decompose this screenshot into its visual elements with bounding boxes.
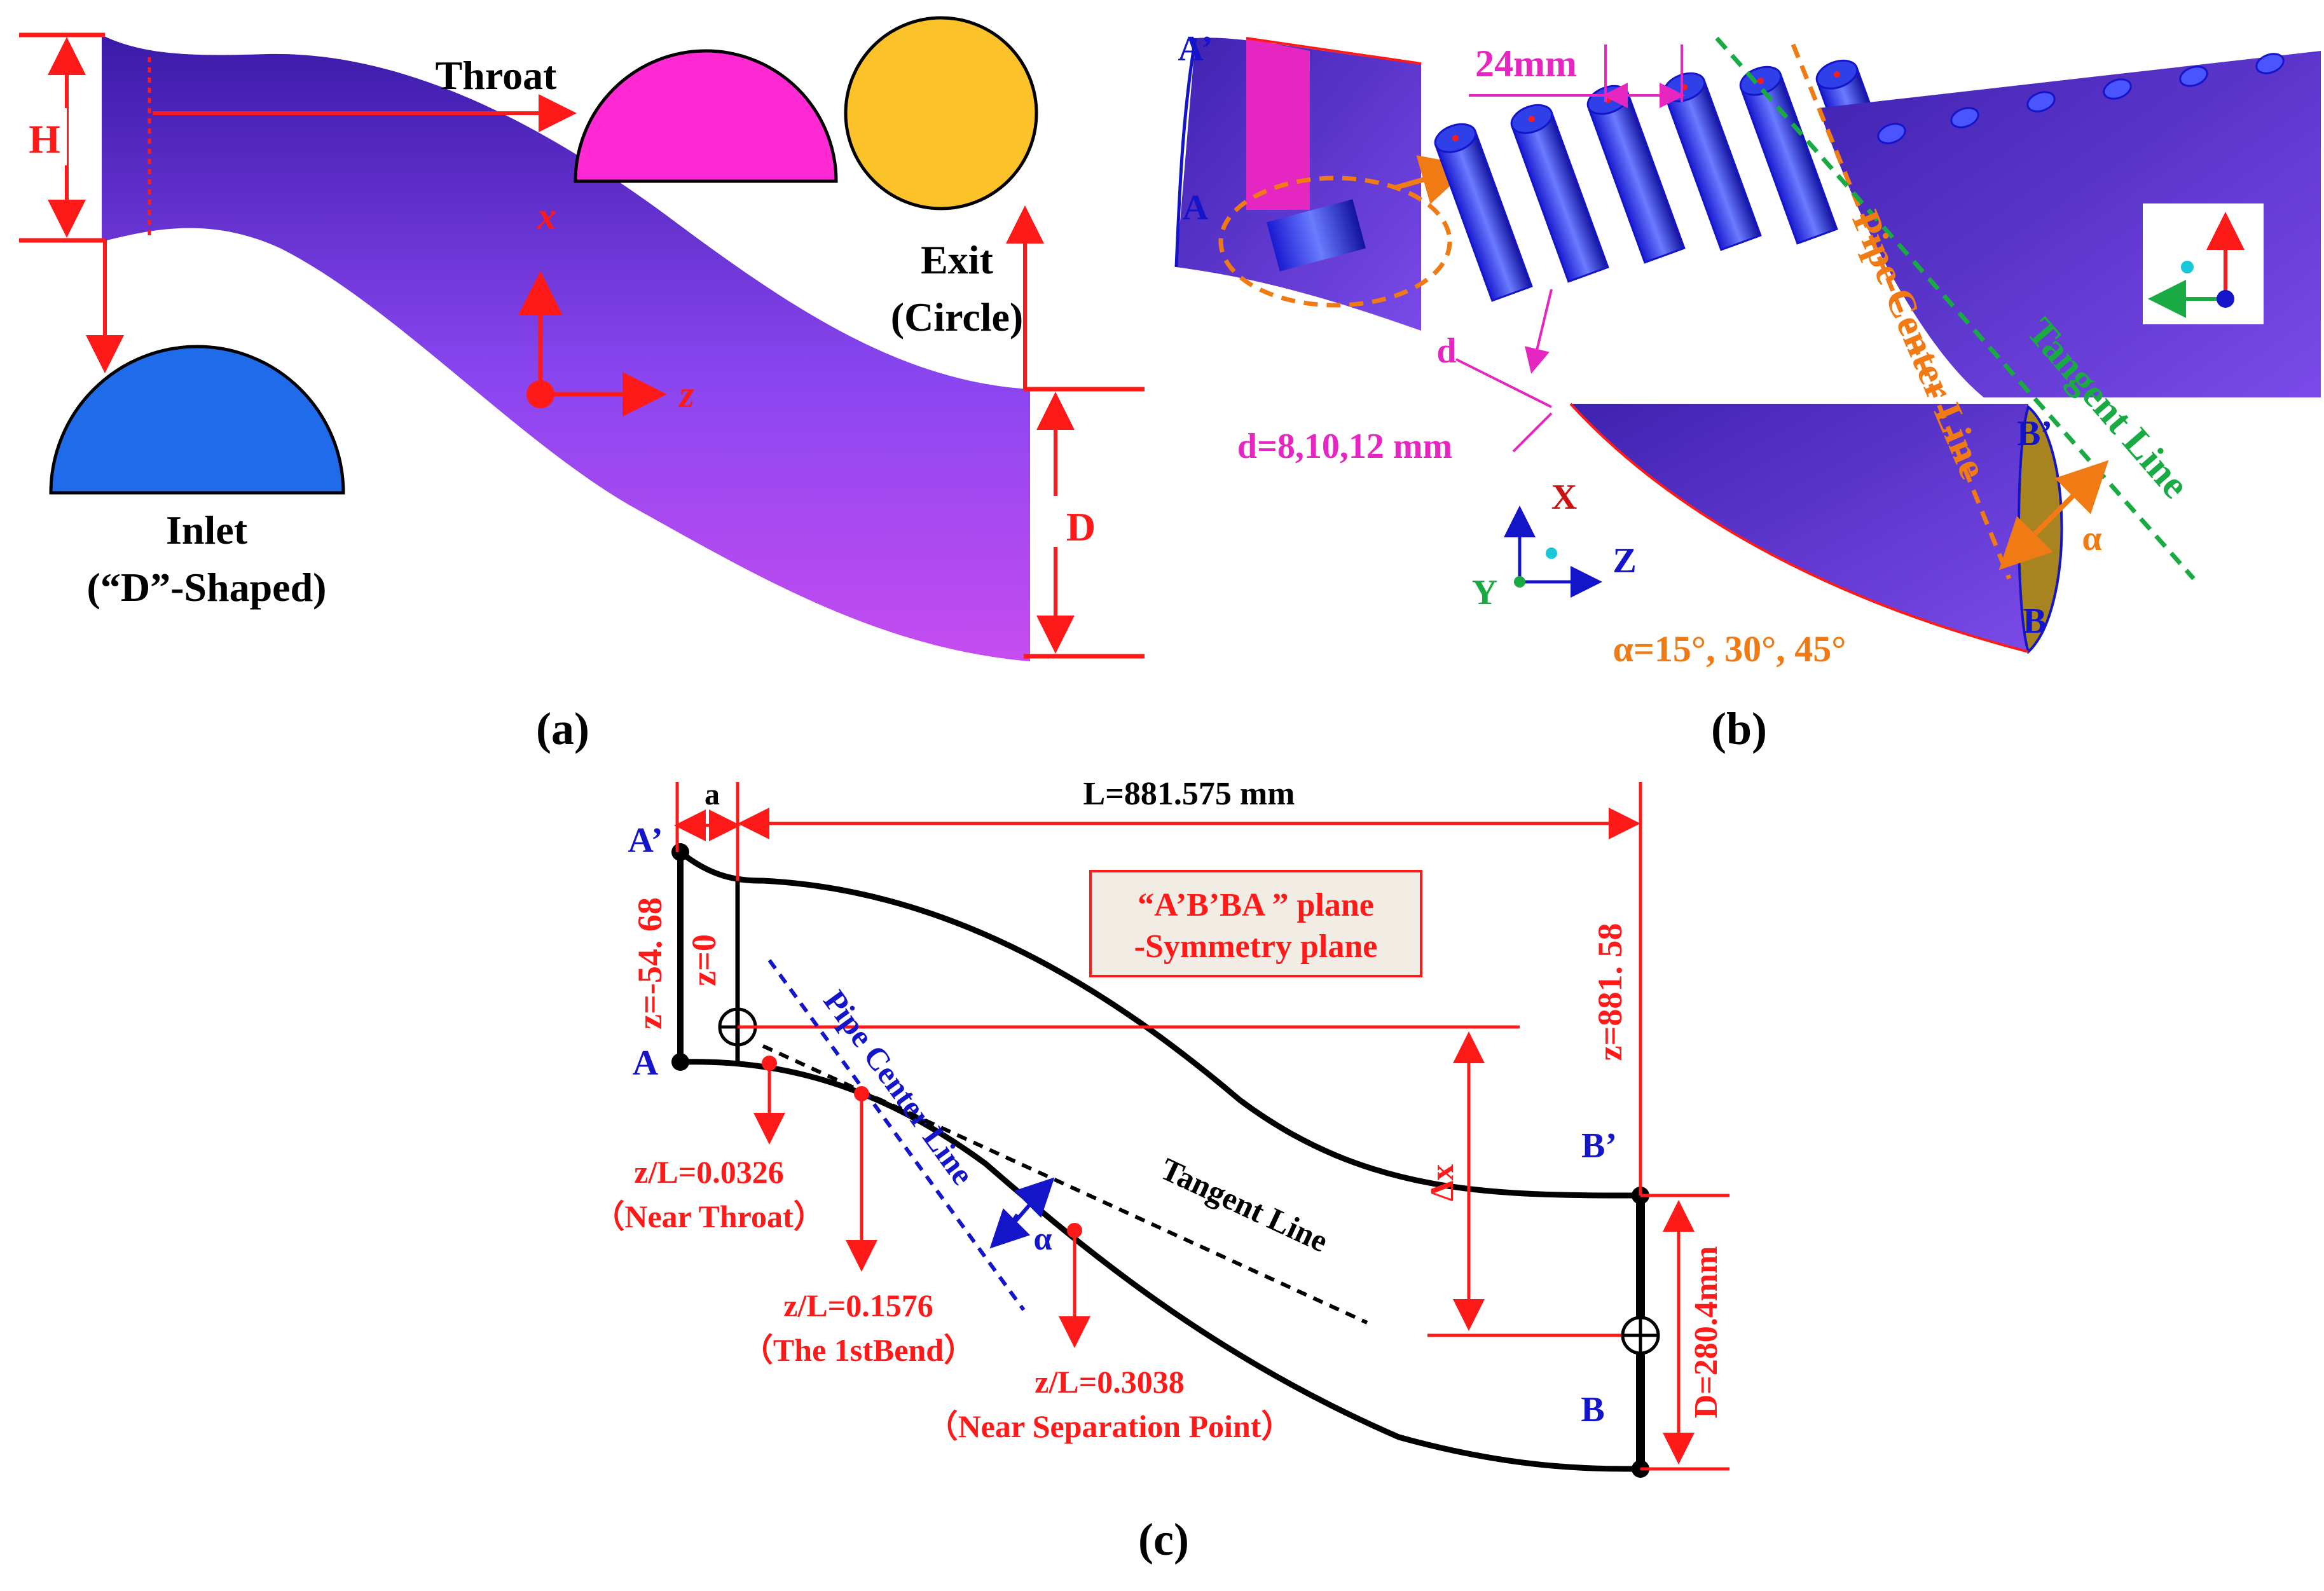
c-alpha-label: α (1033, 1221, 1052, 1257)
c-station-3-dot (1067, 1223, 1082, 1238)
c-length-label: L=881.575 mm (1083, 776, 1295, 812)
c-dx-label: Δx (1424, 1164, 1461, 1202)
d-label-bg (1036, 496, 1087, 547)
c-z-end-label: z=881. 58 (1591, 923, 1629, 1061)
exit-label-2: (Circle) (891, 294, 1023, 340)
axis-origin (526, 380, 554, 408)
c-plane-line-1: “A’B’BA ” plane (1138, 887, 1374, 923)
c-exit-center-marker (1621, 1316, 1660, 1355)
c-station-1-value: z/L=0.0326 (634, 1154, 783, 1190)
inlet-label-1: Inlet (166, 507, 248, 553)
d-label: D (1066, 504, 1096, 549)
b-point-b-prime: B’ (2017, 414, 2052, 453)
c-station-1-dot (762, 1056, 777, 1071)
panel-a-caption: (a) (536, 703, 589, 754)
b-axis-y-label: Y (1472, 573, 1497, 612)
axis-z-label: z (678, 373, 694, 415)
c-plane-note-box (1089, 870, 1422, 977)
b-pipe-center-line (1791, 43, 2012, 580)
c-z-start-label: z=-54. 68 (631, 897, 669, 1030)
exit-circle (844, 16, 1038, 210)
b-alpha-values: α=15°, 30°, 45° (1612, 628, 1846, 670)
panel-b: A’ A (1174, 29, 2321, 754)
b-d-label: d (1436, 331, 1456, 371)
jet-array-small (1267, 199, 1366, 272)
exit-label-1: Exit (921, 237, 993, 282)
jet-array-highlight (1218, 176, 1452, 308)
inlet-d-shape (49, 345, 345, 495)
c-point-b: B (1581, 1390, 1604, 1429)
b-axis-dot (1546, 548, 1557, 559)
c-z-zero-label: z=0 (685, 934, 723, 986)
c-plane-line-2: -Symmetry plane (1134, 928, 1378, 965)
axis-x-label: x (537, 195, 556, 237)
c-station-3-value: z/L=0.3038 (1035, 1364, 1184, 1400)
d-leader-2 (1512, 412, 1553, 453)
h-label-bg (22, 108, 67, 165)
b-point-b: B (2023, 602, 2046, 641)
triad-inset (2143, 203, 2264, 324)
upper-holes (1877, 53, 2285, 144)
d-arrow-upper (1525, 289, 1553, 374)
c-station-2-note: （The 1stBend） (741, 1332, 975, 1368)
c-tangent-label: Tangent Line (1155, 1150, 1333, 1258)
b-point-a-prime: A’ (1178, 29, 1213, 69)
triad-center (2217, 290, 2234, 308)
c-station-2-dot (854, 1086, 869, 1101)
panel-c-caption: (c) (1138, 1514, 1189, 1565)
h-label: H (29, 116, 60, 162)
throat-label: Throat (436, 53, 558, 98)
c-duct-upper-wall (678, 850, 1641, 1199)
c-pipe-center-line (767, 959, 1026, 1311)
spacing-label: 24mm (1475, 43, 1577, 85)
inlet-symmetry-face (1246, 38, 1310, 210)
inlet-red-edge (1246, 37, 1422, 65)
c-point-a: A (633, 1043, 659, 1083)
c-alpha-arc-start (989, 1208, 1031, 1249)
b-tangent-line (1715, 36, 2196, 581)
lower-duct-surface (1571, 404, 2028, 652)
inlet-label-2: (“D”-Shaped) (87, 565, 327, 610)
b-d-values: d=8,10,12 mm (1237, 427, 1452, 466)
b-axis-z-label: Z (1612, 541, 1636, 581)
d-leader-1 (1455, 358, 1552, 408)
c-station-3-note: （Near Separation Point） (926, 1408, 1293, 1444)
panel-c: A’ A B’ B a L=881.575 mm z=-54. 68 z=0 z… (593, 776, 1729, 1565)
c-duct-lower-wall (680, 1059, 1641, 1472)
c-d-label: D=280.4mm (1688, 1246, 1724, 1419)
throat-d-shape (574, 49, 838, 183)
c-station-1-note: （Near Throat） (593, 1199, 825, 1234)
triad-dot (2181, 261, 2194, 273)
c-a-label: a (705, 778, 720, 811)
c-point-a-dot (671, 1053, 689, 1071)
b-alpha-arrow-down (1998, 513, 2056, 570)
b-axis-x-label: X (1551, 478, 1577, 517)
jet-cylinder (1434, 123, 1533, 302)
b-axis-origin (1514, 576, 1525, 588)
b-point-a: A (1183, 188, 1209, 228)
c-point-a-prime: A’ (628, 821, 663, 860)
inlet-outline (1174, 38, 1197, 268)
panel-a: H Throat Exit (Circle) Inlet (“D”-Shaped… (19, 16, 1145, 754)
c-station-2-value: z/L=0.1576 (783, 1288, 933, 1323)
b-alpha-arrow-up (2052, 460, 2109, 517)
jet-cylinder (1510, 104, 1609, 283)
c-point-b-prime: B’ (1581, 1126, 1617, 1166)
s-duct-body (102, 35, 1030, 661)
panel-b-caption: (b) (1711, 703, 1767, 754)
c-point-a-prime-dot (671, 843, 689, 861)
b-alpha-label: α (2082, 519, 2101, 558)
exit-red-edge (1569, 403, 2029, 653)
